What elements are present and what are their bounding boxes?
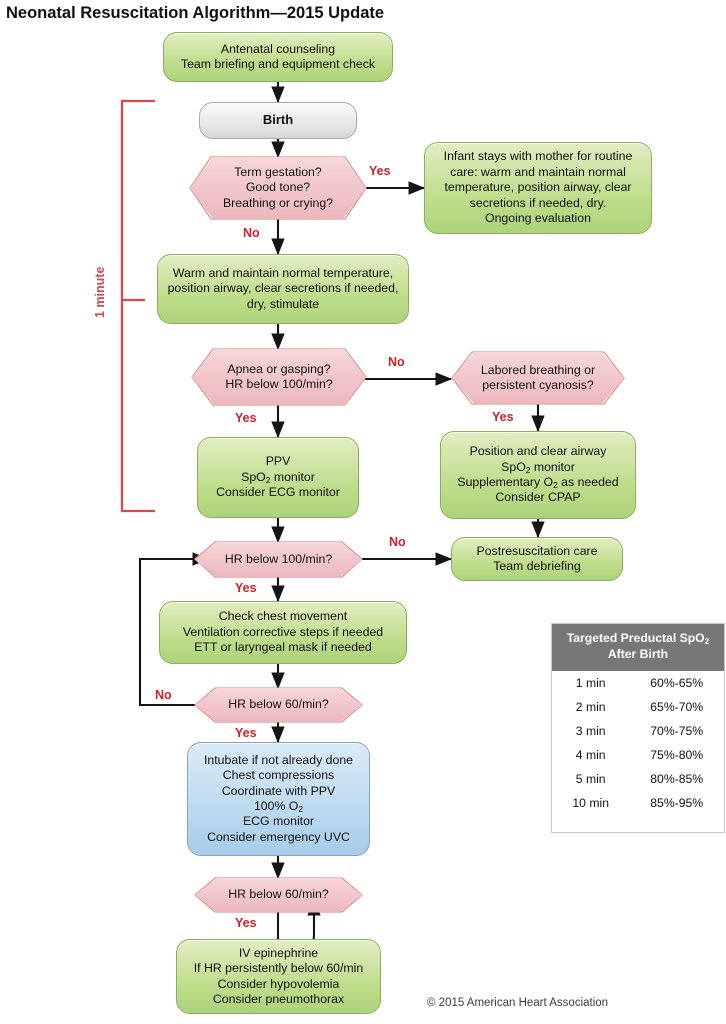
edge-label-hr100-yes: Yes [235,581,257,595]
spo2-table-header-line1: Targeted Preductal SpO2 [566,631,710,647]
spo2-row-range: 85%-95% [650,795,704,810]
node-hr-below-100-text: HR below 100/min? [224,551,333,566]
node-apnea-gasping-text: Apnea or gasping? HR below 100/min? [225,361,333,391]
hexagon-shape [452,352,624,404]
spo2-row-time: 3 min [575,723,606,738]
page-title: Neonatal Resuscitation Algorithm—2015 Up… [6,4,385,22]
edge-label-hr60a-no: No [155,688,172,702]
edge-label-hr100-no: No [389,535,406,549]
targeted-preductal-spo2-table: Targeted Preductal SpO2 After Birth 1 mi… [551,623,725,833]
node-term-gestation-text: Term gestation? Good tone? Breathing or … [222,164,334,210]
node-check-chest-movement-text: Check chest movement Ventilation correct… [182,609,384,655]
hexagon-shape [195,688,362,722]
node-apnea-gasping-decision[interactable]: Apnea or gasping? HR below 100/min? [192,349,366,405]
spo2-row-range: 65%-70% [650,699,704,714]
spo2-row-time: 1 min [575,675,606,690]
one-minute-label: 1 minute [93,266,107,318]
node-hr-below-60-decision-b[interactable]: HR below 60/min? [195,878,362,912]
hexagon-shape [195,878,362,912]
node-postresuscitation-care[interactable]: Postresuscitation care Team debriefing [451,537,623,581]
spo2-row-range: 80%-85% [650,771,704,786]
spo2-table-row: 2 min 65%-70% [552,695,724,719]
node-check-chest-movement[interactable]: Check chest movement Ventilation correct… [159,601,407,664]
edge-label-labored-yes: Yes [492,410,514,424]
spo2-row-time: 2 min [575,699,606,714]
edge-label-term-yes: Yes [369,164,391,178]
node-hr-below-100-decision[interactable]: HR below 100/min? [195,542,362,577]
edge-label-hr60a-yes: Yes [235,726,257,740]
spo2-row-time: 5 min [575,771,606,786]
node-term-gestation-decision[interactable]: Term gestation? Good tone? Breathing or … [190,157,366,219]
node-warm-maintain-text: Warm and maintain normal temperature, po… [167,265,399,311]
node-infant-stays-with-mother[interactable]: Infant stays with mother for routine car… [424,142,652,234]
node-antenatal-counseling[interactable]: Antenatal counseling Team briefing and e… [163,32,393,82]
node-antenatal-counseling-text: Antenatal counseling Team briefing and e… [180,41,376,71]
spo2-row-time: 10 min [572,795,609,810]
spo2-table-row: 3 min 70%-75% [552,719,724,743]
spo2-table-row: 10 min 85%-95% [552,791,724,815]
node-labored-breathing-text: Labored breathing or persistent cyanosis… [480,362,596,392]
copyright-notice: © 2015 American Heart Association [427,997,609,1009]
spo2-row-range: 75%-80% [650,747,704,762]
spo2-row-time: 4 min [575,747,606,762]
spo2-row-range: 60%-65% [650,675,704,690]
edge-label-hr60b-yes: Yes [235,916,257,930]
node-birth[interactable]: Birth [199,102,357,139]
hexagon-shape [190,157,366,219]
spo2-table-row: 5 min 80%-85% [552,767,724,791]
node-hr-below-60-b-text: HR below 60/min? [228,887,329,902]
node-iv-epinephrine-text: IV epinephrine If HR persistently below … [193,945,364,1006]
spo2-table-body: 1 min 60%-65% 2 min 65%-70% 3 min 70%-75% 4 mi… [552,671,724,815]
spo2-table-header: Targeted Preductal SpO2 After Birth [552,624,724,671]
node-infant-stays-with-mother-text: Infant stays with mother for routine car… [443,149,633,226]
node-hr-below-60-a-text: HR below 60/min? [228,697,329,712]
node-postresuscitation-care-text: Postresuscitation care Team debriefing [476,543,598,573]
edge-label-apnea-no: No [388,355,405,369]
node-warm-maintain[interactable]: Warm and maintain normal temperature, po… [157,254,409,324]
node-labored-breathing-decision[interactable]: Labored breathing or persistent cyanosis… [452,352,624,404]
hexagon-shape [192,349,366,405]
edge-label-term-no: No [243,226,260,240]
node-iv-epinephrine[interactable]: IV epinephrine If HR persistently below … [176,939,381,1014]
spo2-table-row: 1 min 60%-65% [552,671,724,695]
spo2-table-row: 4 min 75%-80% [552,743,724,767]
edge-label-apnea-yes: Yes [235,411,257,425]
node-hr-below-60-decision-a[interactable]: HR below 60/min? [195,688,362,722]
spo2-table-header-line2: After Birth [607,646,669,661]
one-minute-bracket [120,99,155,513]
spo2-row-range: 70%-75% [650,723,704,738]
hexagon-shape [195,542,362,577]
node-birth-text: Birth [262,112,294,128]
